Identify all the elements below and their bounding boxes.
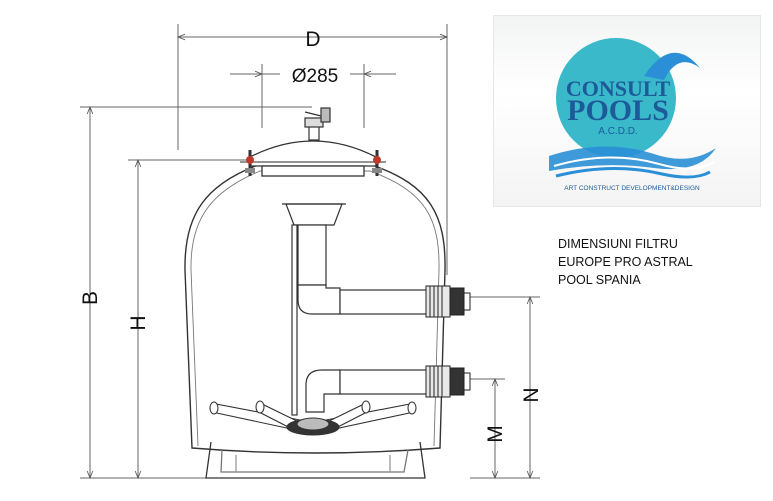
filter-base xyxy=(205,441,426,479)
dim-label-b: B xyxy=(79,291,102,305)
consult-pools-logo: CONSULT POOLS A.C.D.D. ART CONSTRUCT DEV… xyxy=(493,15,761,207)
dim-label-h: H xyxy=(127,315,150,330)
caption: DIMENSIUNI FILTRU EUROPE PRO ASTRAL POOL… xyxy=(558,235,758,289)
lower-coupling xyxy=(425,365,471,398)
logo-line2: POOLS xyxy=(567,94,669,127)
dim-label-n: N xyxy=(520,387,543,402)
caption-line: EUROPE PRO ASTRAL xyxy=(558,255,693,269)
logo-line3: A.C.D.D. xyxy=(598,126,637,137)
caption-line: DIMENSIUNI FILTRU xyxy=(558,237,678,251)
dim-label-diameter: Ø285 xyxy=(292,66,338,87)
logo-swoosh xyxy=(644,52,700,80)
logo-circle xyxy=(556,38,676,158)
filter-lid xyxy=(240,140,386,177)
logo-tagline: ART CONSTRUCT DEVELOPMENT&DESIGN xyxy=(564,185,700,192)
caption-line: POOL SPANIA xyxy=(558,273,641,287)
internal-collector xyxy=(282,203,429,416)
logo-line1: CONSULT xyxy=(566,76,671,101)
dim-label-m: M xyxy=(484,425,507,443)
air-purge-valve-icon xyxy=(304,107,331,141)
upper-coupling xyxy=(425,285,471,318)
bottom-laterals xyxy=(209,400,417,436)
dim-label-d: D xyxy=(305,28,320,51)
lid-bolts xyxy=(245,150,382,176)
dimension-lines xyxy=(80,24,540,478)
